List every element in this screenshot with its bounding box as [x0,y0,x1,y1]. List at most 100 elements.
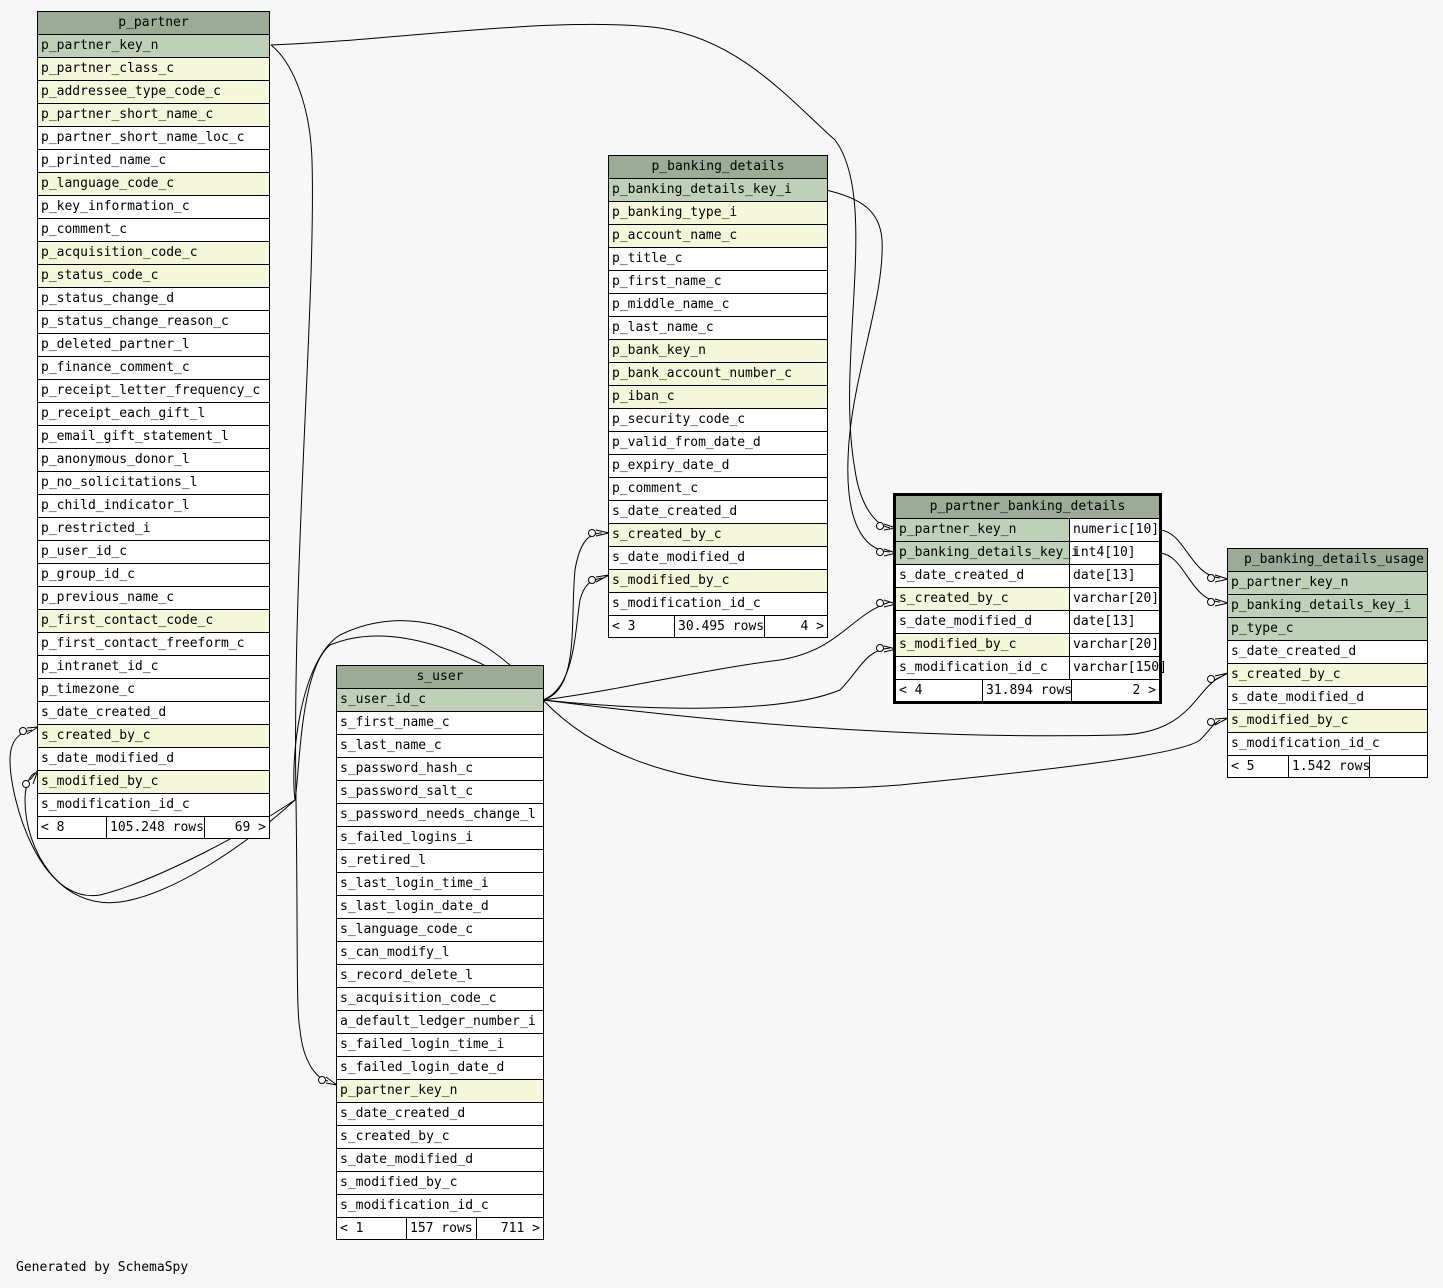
column-row[interactable]: s_date_created_d [1228,641,1427,664]
column-row[interactable]: s_modified_by_c [609,570,827,593]
column-row[interactable]: s_created_by_c [337,1126,543,1149]
column-row[interactable]: s_last_login_time_i [337,873,543,896]
column-row[interactable]: s_created_by_c [38,725,269,748]
table-title[interactable]: p_partner_banking_details [896,496,1159,519]
column-row[interactable]: p_finance_comment_c [38,357,269,380]
column-row[interactable]: s_date_modified_d [337,1149,543,1172]
column-row[interactable]: p_partner_short_name_loc_c [38,127,269,150]
column-row[interactable]: p_addressee_type_code_c [38,81,269,104]
parents-link[interactable]: < 1 [340,1221,364,1236]
column-row[interactable]: p_no_solicitations_l [38,472,269,495]
parents-link[interactable]: < 5 [1231,759,1255,774]
table-title[interactable]: p_banking_details [609,156,827,179]
children-link[interactable]: 4 > [764,616,827,637]
column-row[interactable]: p_receipt_each_gift_l [38,403,269,426]
column-row[interactable]: s_first_name_c [337,712,543,735]
column-row[interactable]: s_created_by_c [1228,664,1427,687]
column-row[interactable]: p_last_name_c [609,317,827,340]
column-row[interactable]: p_security_code_c [609,409,827,432]
children-link[interactable]: 711 > [476,1218,543,1239]
column-row[interactable]: p_first_contact_freeform_c [38,633,269,656]
column-row[interactable]: p_partner_key_n [1228,572,1427,595]
column-row[interactable]: s_failed_login_time_i [337,1034,543,1057]
column-row[interactable]: s_modification_id_c [609,593,827,616]
column-row[interactable]: p_comment_c [38,219,269,242]
column-row[interactable]: p_language_code_c [38,173,269,196]
table-title[interactable]: s_user [337,666,543,689]
column-row[interactable]: s_can_modify_l [337,942,543,965]
column-row[interactable]: s_date_modified_d [38,748,269,771]
column-row[interactable]: s_modified_by_c [337,1172,543,1195]
column-row[interactable]: s_modification_id_c [337,1195,543,1218]
column-row[interactable]: p_bank_account_number_c [609,363,827,386]
column-row[interactable]: p_receipt_letter_frequency_c [38,380,269,403]
table-title[interactable]: p_banking_details_usage [1228,549,1427,572]
column-row[interactable]: s_language_code_c [337,919,543,942]
column-row[interactable]: p_status_change_reason_c [38,311,269,334]
column-row[interactable]: s_failed_logins_i [337,827,543,850]
children-link[interactable]: 2 > [1071,680,1159,701]
column-row[interactable]: s_password_hash_c [337,758,543,781]
parents-link[interactable]: < 3 [612,619,636,634]
column-row[interactable]: p_timezone_c [38,679,269,702]
column-row[interactable]: p_deleted_partner_l [38,334,269,357]
parents-link[interactable]: < 8 [41,820,65,835]
column-row[interactable]: p_bank_key_n [609,340,827,363]
column-row[interactable]: p_email_gift_statement_l [38,426,269,449]
table-p-partner-banking-details[interactable]: p_partner_banking_details p_partner_key_… [893,493,1167,704]
column-row[interactable]: s_last_login_date_d [337,896,543,919]
column-row[interactable]: p_middle_name_c [609,294,827,317]
column-row[interactable]: s_date_modified_d [1228,687,1427,710]
column-row[interactable]: p_restricted_i [38,518,269,541]
column-row[interactable]: s_acquisition_code_c [337,988,543,1011]
column-row[interactable]: p_account_name_c [609,225,827,248]
column-row[interactable]: p_partner_key_n [337,1080,543,1103]
column-row[interactable]: s_password_salt_c [337,781,543,804]
parents-link[interactable]: < 4 [899,683,923,698]
column-row[interactable]: p_intranet_id_c [38,656,269,679]
column-row[interactable]: p_child_indicator_l [38,495,269,518]
column-row[interactable]: p_iban_c [609,386,827,409]
table-p-banking-details[interactable]: p_banking_details p_banking_details_key_… [608,155,828,638]
column-row[interactable]: p_valid_from_date_d [609,432,827,455]
column-row[interactable]: s_date_created_d [609,501,827,524]
column-row[interactable]: s_created_by_c [609,524,827,547]
column-row[interactable]: s_modification_id_c [38,794,269,817]
column-row[interactable]: p_partner_key_n [38,35,269,58]
column-row[interactable]: p_anonymous_donor_l [38,449,269,472]
column-row[interactable]: s_record_delete_l [337,965,543,988]
table-title[interactable]: p_partner [38,12,269,35]
column-row[interactable]: s_date_created_d [38,702,269,725]
column-row[interactable]: p_partner_class_c [38,58,269,81]
column-row[interactable]: s_date_created_d [337,1103,543,1126]
column-row[interactable]: p_title_c [609,248,827,271]
column-row[interactable]: p_partner_short_name_c [38,104,269,127]
column-row[interactable]: p_previous_name_c [38,587,269,610]
column-row[interactable]: p_first_name_c [609,271,827,294]
column-row[interactable]: s_failed_login_date_d [337,1057,543,1080]
column-row[interactable]: p_printed_name_c [38,150,269,173]
column-row[interactable]: s_retired_l [337,850,543,873]
column-row[interactable]: s_modified_by_c [38,771,269,794]
column-row[interactable]: p_status_change_d [38,288,269,311]
column-row[interactable]: s_last_name_c [337,735,543,758]
column-row[interactable]: s_date_modified_d [609,547,827,570]
column-row[interactable]: s_modified_by_c [1228,710,1427,733]
column-row[interactable]: p_comment_c [609,478,827,501]
column-row[interactable]: a_default_ledger_number_i [337,1011,543,1034]
column-row[interactable]: p_banking_type_i [609,202,827,225]
column-row[interactable]: p_banking_details_key_i [1228,595,1427,618]
column-row[interactable]: p_banking_details_key_i [609,179,827,202]
column-row[interactable]: p_group_id_c [38,564,269,587]
column-row[interactable]: s_user_id_c [337,689,543,712]
column-row[interactable]: p_user_id_c [38,541,269,564]
column-row[interactable]: p_acquisition_code_c [38,242,269,265]
